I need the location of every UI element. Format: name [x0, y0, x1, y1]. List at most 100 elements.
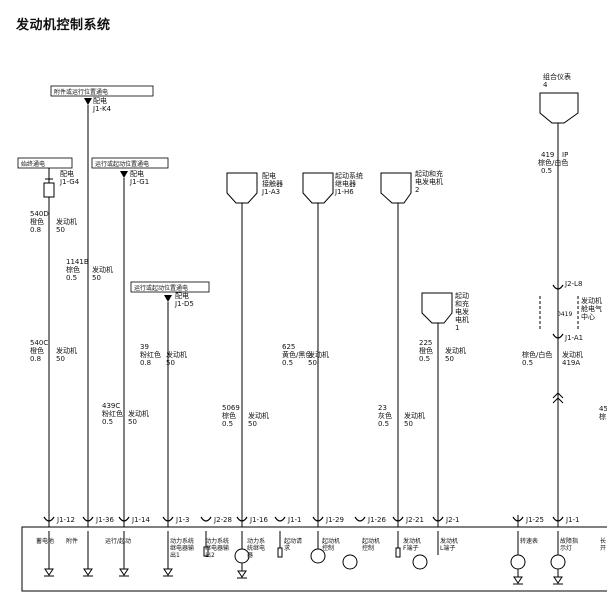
wire-439c-circuit: 439C — [102, 402, 120, 410]
ecm-pin-cup — [354, 516, 366, 522]
wire-540c-color: 橙色 — [30, 346, 44, 355]
wire-39-color: 粉红色 — [140, 350, 161, 359]
wire-39-code: 50 — [166, 359, 175, 367]
wire-439c-system: 发动机 — [128, 409, 149, 418]
wire-540d-system: 发动机 — [56, 217, 77, 226]
splice-bottom-label: J1-A1 — [564, 334, 583, 342]
ecm-function-label: 附件 — [66, 537, 78, 545]
ecm-function-label: 求 — [284, 544, 290, 552]
ground-icon — [237, 570, 247, 578]
splice-top-label: J2-L8 — [564, 280, 582, 288]
ecm-function-label: 起动机 — [362, 537, 380, 545]
wire-540c-circuit: 540C — [30, 339, 48, 347]
ecm-function-label: 出2 — [205, 551, 215, 559]
module-cluster-label: 组合仪表 — [543, 72, 571, 81]
transistor-icon — [342, 554, 358, 570]
wire-39-system: 发动机 — [166, 350, 187, 359]
ecm-pin-cup — [162, 516, 174, 522]
resistor-icon — [203, 546, 209, 557]
wire-625-system: 发动机 — [308, 350, 329, 359]
ecm-pin-cup — [82, 516, 94, 522]
wire-225-color: 橙色 — [419, 346, 433, 355]
ecm-pin-cup — [432, 516, 444, 522]
source-run-crank: 运行或起动位置通电 — [95, 160, 149, 168]
module-gen-shield — [380, 172, 412, 204]
source-run-crank-box — [91, 157, 169, 169]
page-title: 发动机控制系统 — [16, 18, 111, 33]
wire-1141b-system: 发动机 — [92, 265, 113, 274]
wire-5069-gauge: 0.5 — [222, 420, 233, 428]
wire-1141b-circuit: 1141B — [66, 258, 89, 266]
module-a3-label: 接触器 — [262, 179, 283, 188]
module-genl-label: 起动 — [455, 291, 469, 300]
wire-23-circuit: 23 — [378, 404, 387, 412]
fuse-k4-label: 配电 — [93, 96, 107, 105]
wire-5069-circuit: 5069 — [222, 404, 240, 412]
ecm-function-label: 继电器输 — [170, 544, 194, 552]
ground-icon — [83, 568, 93, 576]
splice-center-label: 中心 — [581, 312, 595, 321]
wire-625-circuit: 625 — [282, 343, 295, 351]
wire-625-color: 黄色/黑色 — [282, 350, 312, 359]
source-run-crank-2: 运行或起动位置通电 — [134, 284, 188, 292]
fuse-g1-label: J1-G1 — [129, 178, 149, 186]
module-genl-label: 电发 — [455, 307, 469, 316]
transistor-icon — [412, 554, 428, 570]
source-accessory-run: 附件或运行位置通电 — [54, 88, 108, 96]
splice-bottom-cup — [552, 333, 564, 339]
wire-439c-color: 粉红色 — [102, 409, 123, 418]
transistor-icon — [510, 554, 526, 570]
transistor-icon — [234, 548, 250, 564]
module-gen-label: 电发电机 — [415, 177, 443, 186]
labels-layer: 附件或运行位置通电始终通电运行或起动位置通电运行或起动位置通电配电J1-K4配电… — [21, 72, 607, 559]
wires-layer — [44, 105, 579, 585]
ground-icon — [163, 568, 173, 576]
ecm-module-box — [21, 526, 607, 592]
ecm-pin-cup — [274, 516, 286, 522]
ecm-pin-label: J1-14 — [131, 516, 150, 524]
module-gen-label: 起动和充 — [415, 169, 443, 178]
wire-540d-gauge: 0.8 — [30, 226, 41, 234]
wire-625-gauge: 0.5 — [282, 359, 293, 367]
ecm-pin-label: J1-1 — [565, 516, 580, 524]
ecm-pin-label: J1-12 — [56, 516, 75, 524]
ecm-function-label: 发动机 — [403, 537, 421, 545]
chevron-up-icon — [552, 392, 564, 399]
wire-419a-color: 棕色/白色 — [522, 350, 552, 359]
wire-439c-gauge: 0.5 — [102, 418, 113, 426]
splice-center-label: 发动机 — [581, 296, 602, 305]
fuse-g4-label: 配电 — [60, 169, 74, 178]
ecm-function-label: 继电器输 — [205, 544, 229, 552]
module-h6-label: 继电器 — [335, 179, 356, 188]
fuse-d5-label: J1-D5 — [174, 300, 194, 308]
transistor-icon — [550, 554, 566, 570]
ecm-function-label: L端子 — [440, 544, 455, 552]
ecm-pin-cup — [312, 516, 324, 522]
wire-540c-system: 发动机 — [56, 346, 77, 355]
wire-540d-color: 橙色 — [30, 217, 44, 226]
module-genl-label: 1 — [455, 324, 459, 332]
module-genl-shield — [421, 292, 453, 324]
wire-1141b-gauge: 0.5 — [66, 274, 77, 282]
ecm-function-label: 长 — [600, 537, 606, 545]
fuse-g4-icon — [43, 182, 55, 198]
ecm-pin-cup — [392, 516, 404, 522]
ecm-function-label: 动力系统 — [205, 537, 229, 545]
ecm-pin-cup — [236, 516, 248, 522]
wire-23-system: 发动机 — [404, 411, 425, 420]
fuse-k4-arrow-icon — [84, 98, 92, 105]
wire-39-gauge: 0.8 — [140, 359, 151, 367]
ecm-function-label: 统继电 — [247, 544, 265, 552]
wire-439c-code: 50 — [128, 418, 137, 426]
wire-419a-gauge: 0.5 — [522, 359, 533, 367]
module-genl-label: 和充 — [455, 299, 469, 308]
resistor-icon — [395, 547, 401, 558]
ecm-pin-label: J1-3 — [175, 516, 190, 524]
resistor-icon — [277, 547, 283, 558]
wire-225-circuit: 225 — [419, 339, 432, 347]
wire-39-circuit: 39 — [140, 343, 149, 351]
module-h6-shield — [302, 172, 334, 204]
ecm-function-label: F端子 — [403, 544, 418, 552]
ecm-pin-label: J1-16 — [249, 516, 268, 524]
ecm-pin-cup — [512, 516, 524, 522]
